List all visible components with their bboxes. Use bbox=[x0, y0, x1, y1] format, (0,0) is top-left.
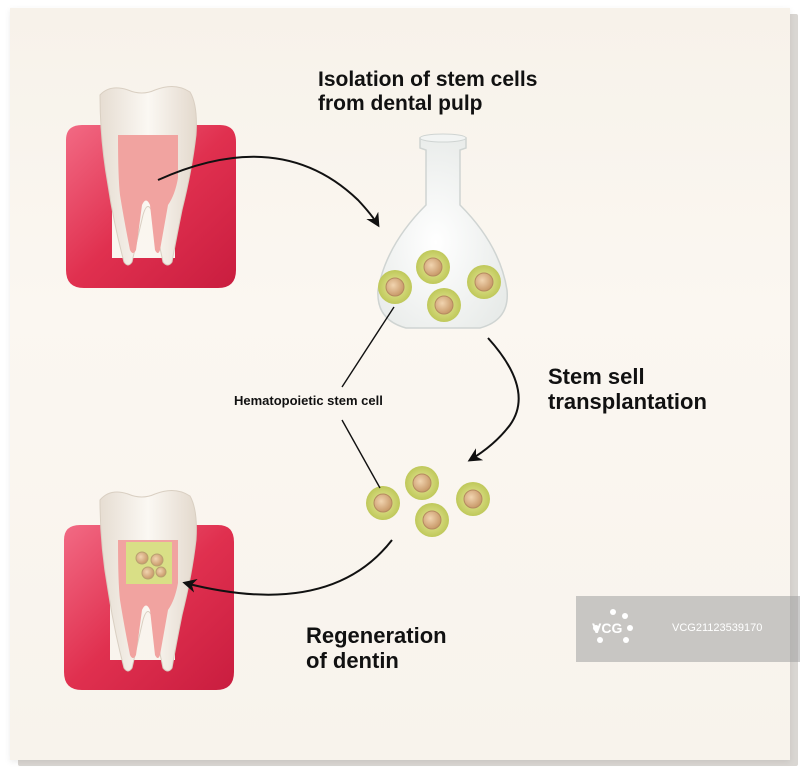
regeneration-line-2: of dentin bbox=[306, 647, 399, 673]
small-cell bbox=[150, 553, 164, 567]
stem-cell-icon bbox=[415, 503, 449, 537]
small-cell bbox=[135, 551, 149, 565]
stem-cell-icon bbox=[456, 482, 490, 516]
watermark-logo-icon bbox=[593, 609, 633, 643]
stem-cell-icon bbox=[366, 486, 400, 520]
connector-line bbox=[341, 306, 395, 388]
stem-cell-icon bbox=[467, 265, 501, 299]
pulp-top bbox=[118, 135, 178, 253]
stem-cell-icon bbox=[416, 250, 450, 284]
isolation-line-1: Isolation of stem cells bbox=[318, 68, 538, 91]
curved-arrow-icon bbox=[157, 155, 380, 228]
transplantation-label: Stem sell transplantation bbox=[548, 364, 707, 414]
transplantation-line-2: transplantation bbox=[548, 388, 707, 414]
connector-line bbox=[341, 419, 381, 489]
watermark: VCG VCG21123539170 bbox=[576, 596, 800, 662]
curved-arrow-icon bbox=[467, 337, 520, 462]
isolation-line-2: from dental pulp bbox=[318, 91, 483, 115]
hematopoietic-label: Hematopoietic stem cell bbox=[234, 393, 383, 408]
tooth-icon bbox=[66, 86, 236, 288]
stem-cell-icon bbox=[427, 288, 461, 322]
small-cell bbox=[141, 566, 155, 580]
transplantation-line-1: Stem sell bbox=[548, 364, 645, 389]
small-cell bbox=[155, 566, 167, 578]
regeneration-label: Regeneration of dentin bbox=[306, 623, 447, 673]
isolation-label: Isolation of stem cells from dental pulp bbox=[318, 68, 537, 115]
watermark-brand: VCG bbox=[592, 620, 623, 636]
watermark-id: VCG21123539170 bbox=[672, 622, 763, 634]
regeneration-line-1: Regeneration bbox=[306, 623, 447, 648]
stem-cell-icon bbox=[378, 270, 412, 304]
curved-arrow-icon bbox=[182, 539, 393, 596]
tooth-icon bbox=[64, 490, 234, 690]
stem-cell-icon bbox=[405, 466, 439, 500]
